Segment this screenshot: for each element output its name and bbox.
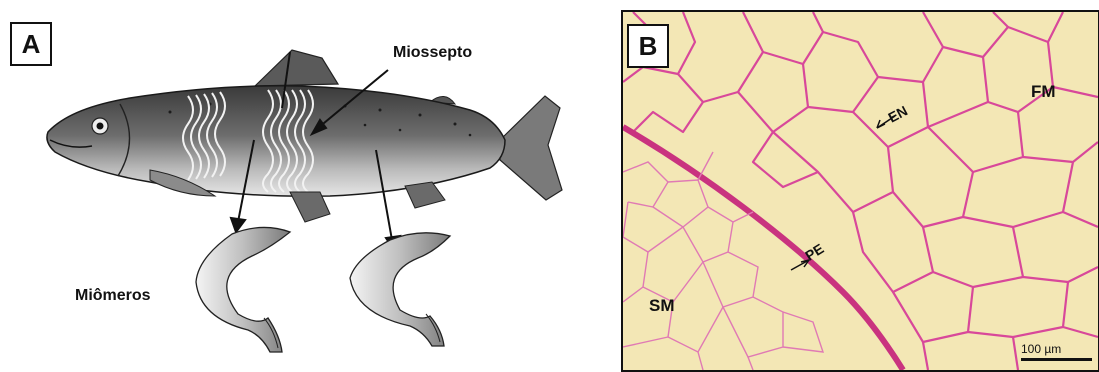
histology-micrograph [623,12,1098,370]
slow-muscle-label: SM [649,296,675,316]
myomere-shape-right [350,233,450,346]
panel-b-label: B [627,24,669,68]
panel-a-label: A [10,22,52,66]
anal-fin [405,182,445,208]
fast-muscle-label: FM [1031,82,1056,102]
myoseptum-label: Miossepto [393,44,472,62]
panel-a-fish-diagram: A Miossepto Miômeros [0,0,600,371]
panel-b-histology: B FM SM EN PE 100 µm [621,10,1099,372]
myomeres-label: Miômeros [75,287,151,305]
fish-body [47,86,505,196]
myomere-shape-left [196,227,290,352]
scale-bar-label: 100 µm [1021,342,1061,356]
caudal-fin [500,96,562,200]
dorsal-fin [255,50,338,86]
fish-illustration [0,0,600,371]
scale-bar [1021,358,1092,361]
